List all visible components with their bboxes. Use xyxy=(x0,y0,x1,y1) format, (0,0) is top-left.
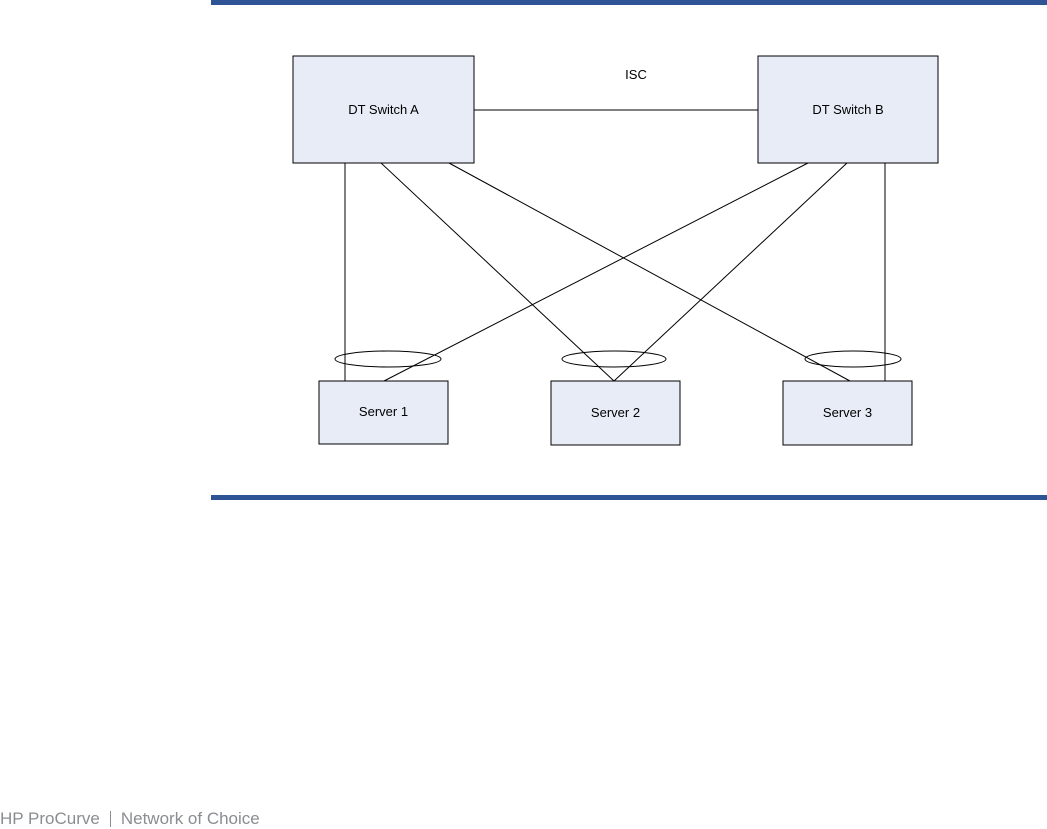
isc-label: ISC xyxy=(625,67,647,82)
switch-a-label: DT Switch A xyxy=(348,102,419,117)
footer-brand: HP ProCurve xyxy=(0,809,100,829)
trunk-oval-server-2 xyxy=(562,351,666,367)
link-switch-a-server-2 xyxy=(381,163,614,381)
trunk-oval-server-3 xyxy=(805,351,901,367)
server-1-label: Server 1 xyxy=(359,404,408,419)
server-3-label: Server 3 xyxy=(823,405,872,420)
footer-branding: HP ProCurve Network of Choice xyxy=(0,810,260,828)
trunk-oval-server-1 xyxy=(335,351,441,367)
switch-b-label: DT Switch B xyxy=(812,102,883,117)
link-switch-b-server-1 xyxy=(384,163,808,381)
footer-separator xyxy=(110,811,111,827)
footer-tagline: Network of Choice xyxy=(121,809,260,829)
server-2-label: Server 2 xyxy=(591,405,640,420)
bottom-rule xyxy=(211,495,1047,500)
